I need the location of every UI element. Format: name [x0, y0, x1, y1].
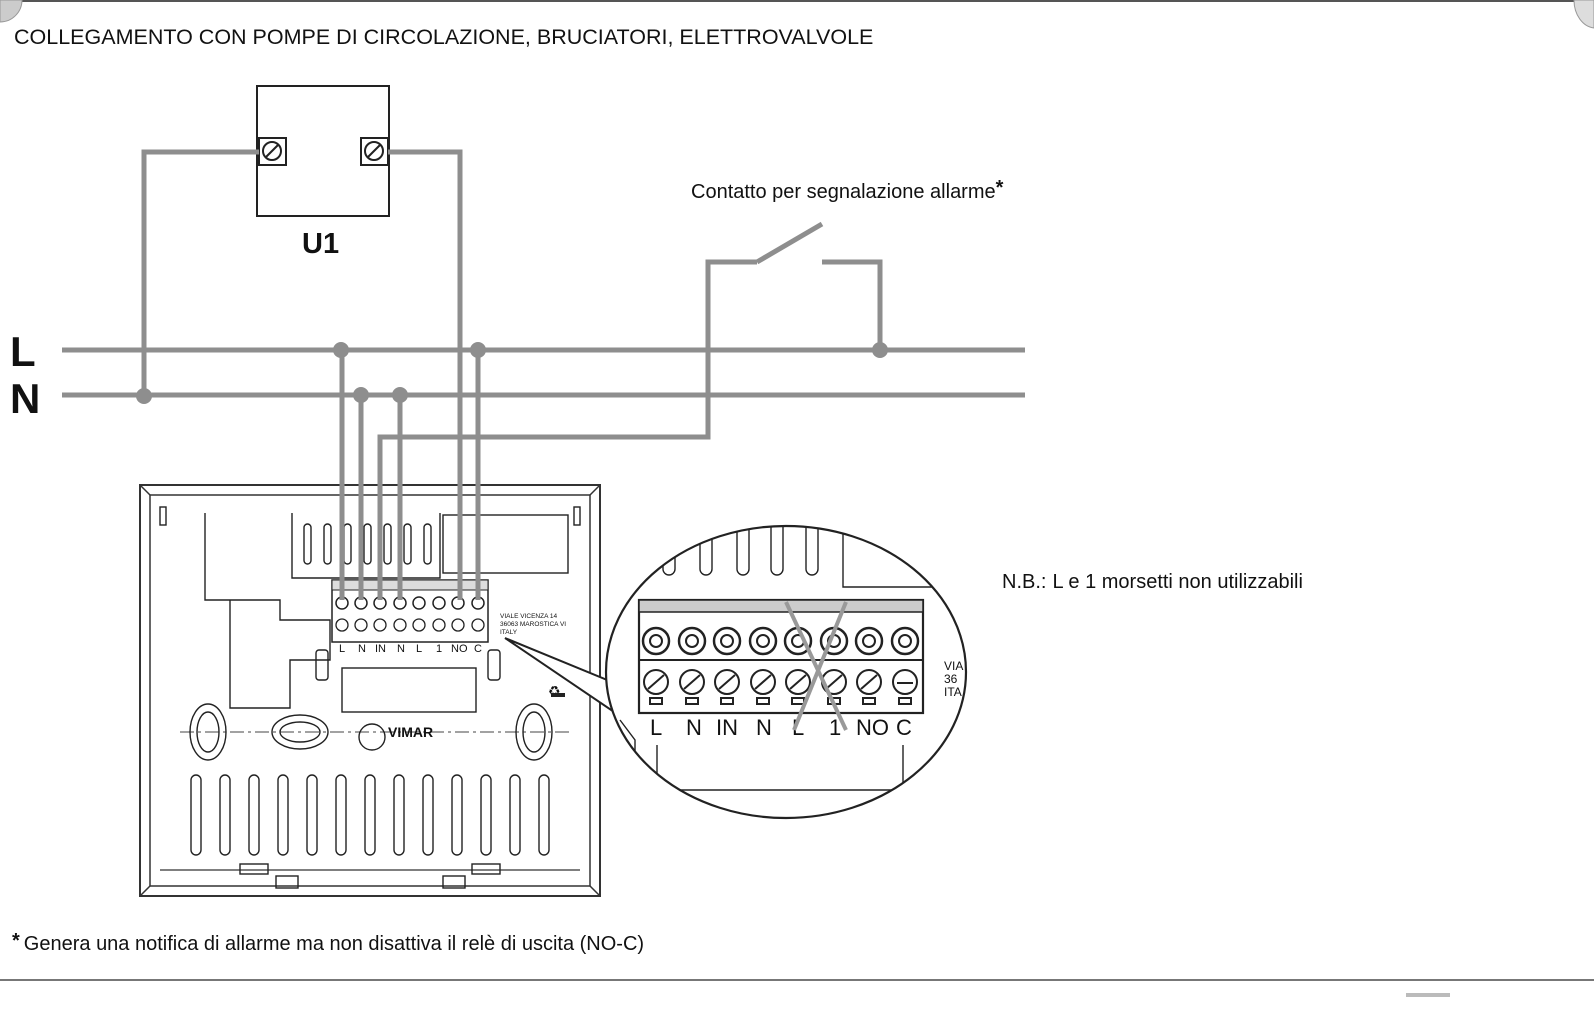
cross-out-line-2: [792, 601, 848, 731]
zoom-callout: L N IN N L 1 NO C VIA 36 ITA: [504, 524, 968, 820]
svg-text:VIALE VICENZA 14: VIALE VICENZA 14: [500, 613, 557, 620]
alarm-contact-label: Contatto per segnalazione allarme*: [691, 177, 1004, 203]
svg-text:VIA: VIA: [944, 659, 963, 673]
terminal-screws-zoomed: [641, 626, 920, 656]
svg-text:NO: NO: [856, 715, 889, 740]
terminal-block-zoomed: [637, 598, 925, 715]
svg-text:1: 1: [829, 715, 841, 740]
corner-mark-left: [0, 0, 23, 23]
svg-text:C: C: [896, 715, 912, 740]
device-small-label: VIALE VICENZA 14 36063 MAROSTICA VI ITAL…: [500, 613, 566, 636]
svg-text:NO: NO: [451, 643, 468, 655]
thermostat-base: L N IN N L 1 NO C VIALE VICENZA 14 36063…: [139, 484, 601, 897]
zoom-label: VIA 36 ITA: [944, 659, 963, 699]
svg-text:L: L: [792, 715, 804, 740]
wires: [62, 149, 1025, 600]
svg-text:N: N: [756, 715, 772, 740]
terminal-labels-zoomed: L N IN N L 1 NO C: [650, 715, 912, 740]
alarm-contact-switch: [755, 221, 824, 265]
corner-mark-right: [1573, 0, 1594, 29]
page-mark: [1406, 993, 1450, 997]
u1-no-wire: [388, 149, 463, 600]
footnote: *Genera una notifica di allarme ma non d…: [12, 930, 644, 955]
load-u1: U1: [256, 85, 390, 260]
svg-text:IN: IN: [375, 643, 386, 655]
svg-text:N: N: [397, 643, 405, 655]
svg-text:36: 36: [944, 672, 958, 686]
terminal-labels-small: L N IN N L 1 NO C: [339, 643, 482, 655]
cross-out-line-1: [784, 601, 848, 731]
svg-text:ITALY: ITALY: [500, 629, 518, 636]
device-brand: VIMAR: [388, 724, 433, 740]
svg-text:36063 MAROSTICA VI: 36063 MAROSTICA VI: [500, 621, 566, 628]
line-label: L: [10, 328, 36, 375]
svg-text:IN: IN: [716, 715, 738, 740]
alarm-contact-return: [822, 259, 883, 350]
load-label: U1: [302, 228, 339, 260]
page-title: COLLEGAMENTO CON POMPE DI CIRCOLAZIONE, …: [14, 25, 873, 49]
svg-text:ITA: ITA: [944, 685, 962, 699]
u1-neutral-wire: [141, 149, 259, 395]
alarm-input-wire: [377, 259, 757, 600]
svg-text:L: L: [339, 643, 345, 655]
svg-text:1: 1: [436, 643, 442, 655]
svg-text:L: L: [650, 715, 662, 740]
svg-text:C: C: [474, 643, 482, 655]
svg-text:N: N: [686, 715, 702, 740]
svg-text:L: L: [416, 643, 422, 655]
svg-text:N: N: [358, 643, 366, 655]
neutral-label: N: [10, 375, 40, 422]
bottom-vents: [190, 774, 550, 856]
note: N.B.:L e 1 morsetti non utilizzabili: [1002, 571, 1303, 593]
